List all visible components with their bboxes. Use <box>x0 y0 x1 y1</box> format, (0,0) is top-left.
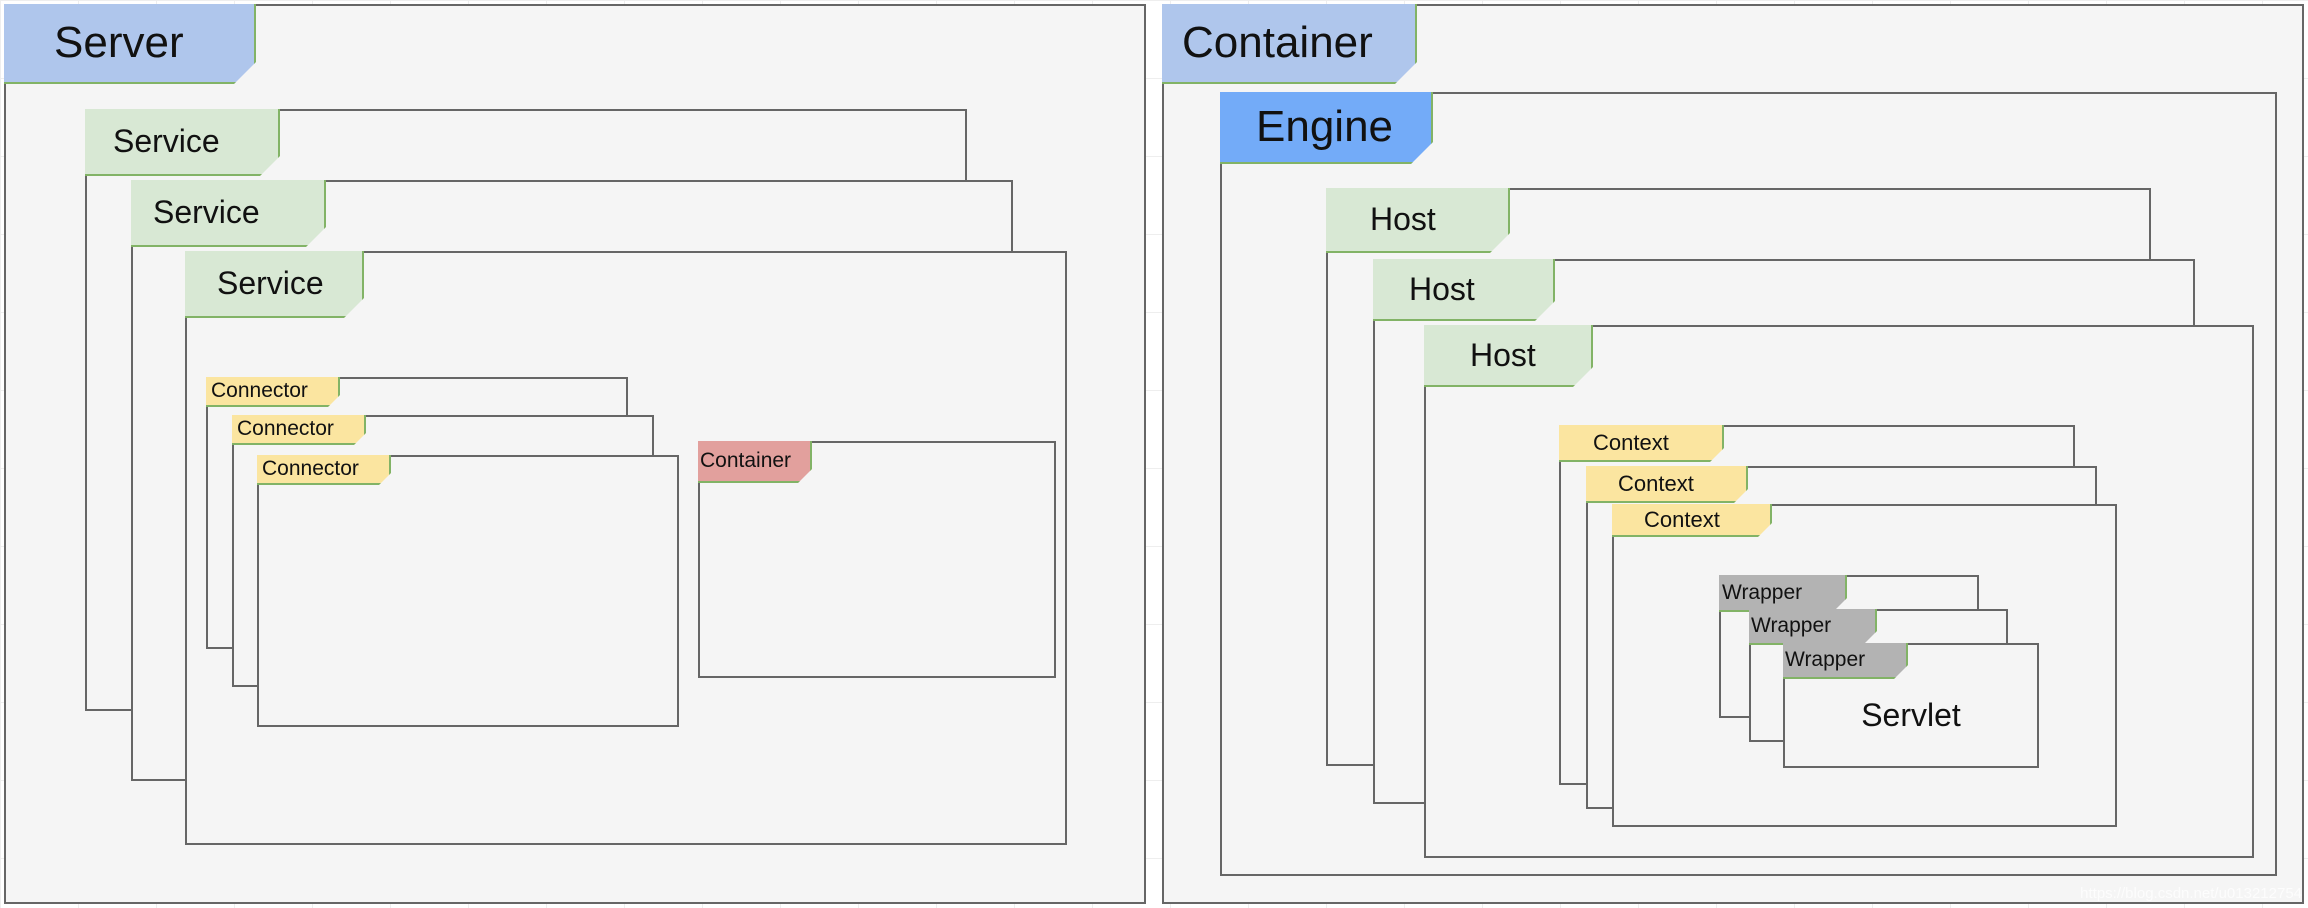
service-label-2: Service <box>153 194 260 230</box>
host-tag-3: Host <box>1424 325 1593 387</box>
connector-label-1: Connector <box>211 379 308 402</box>
context-label-1: Context <box>1593 429 1669 455</box>
service-box-3: Service Connector Connector Connector Co… <box>185 251 1067 845</box>
container-tag-small: Container <box>698 441 812 483</box>
container-box-small: Container <box>698 441 1056 678</box>
connector-label-3: Connector <box>262 457 359 480</box>
wrapper-label-3: Wrapper <box>1785 648 1866 671</box>
connector-tag-1: Connector <box>206 377 340 407</box>
service-label-3: Service <box>217 265 324 301</box>
engine-label: Engine <box>1256 102 1394 151</box>
context-label-2: Context <box>1618 470 1694 496</box>
wrapper-tag-2: Wrapper <box>1749 609 1877 645</box>
context-tag-3: Context <box>1612 504 1772 537</box>
context-tag-2: Context <box>1586 466 1748 503</box>
server-label: Server <box>54 18 184 67</box>
watermark: https://blog.csdn.net/u013212754 <box>2080 885 2302 902</box>
service-tag-1: Service <box>85 109 280 176</box>
connector-box-3: Connector <box>257 455 679 727</box>
wrapper-label-2: Wrapper <box>1751 614 1832 637</box>
service-label-1: Service <box>113 123 220 159</box>
context-box-3: Context Wrapper Wrapper Wra <box>1612 504 2117 827</box>
host-label-1: Host <box>1370 201 1436 237</box>
container-tag: Container <box>1162 4 1417 84</box>
host-label-3: Host <box>1470 336 1536 373</box>
engine-box: Engine Host Host Host Context <box>1220 92 2277 876</box>
connector-tag-2: Connector <box>232 415 366 445</box>
service-tag-2: Service <box>131 180 326 247</box>
container-label: Container <box>1182 18 1373 67</box>
wrapper-tag-1: Wrapper <box>1719 575 1847 612</box>
host-tag-1: Host <box>1326 188 1510 253</box>
wrapper-label-1: Wrapper <box>1722 580 1803 604</box>
connector-tag-3: Connector <box>257 455 391 485</box>
host-tag-2: Host <box>1373 259 1555 321</box>
servlet-label: Servlet <box>1861 697 1961 733</box>
context-tag-1: Context <box>1559 425 1724 462</box>
server-tag: Server <box>4 4 256 84</box>
container-box: Container Engine Host Host Host C <box>1162 4 2304 904</box>
connector-label-2: Connector <box>237 417 334 440</box>
host-label-2: Host <box>1409 270 1475 307</box>
wrapper-tag-3: Wrapper <box>1783 643 1908 679</box>
wrapper-box-3: Wrapper Servlet <box>1783 643 2039 768</box>
container-label-small: Container <box>700 449 792 472</box>
host-box-3: Host Context Context Context <box>1424 325 2254 858</box>
engine-tag: Engine <box>1220 92 1433 164</box>
context-label-3: Context <box>1644 506 1720 532</box>
service-tag-3: Service <box>185 251 364 318</box>
